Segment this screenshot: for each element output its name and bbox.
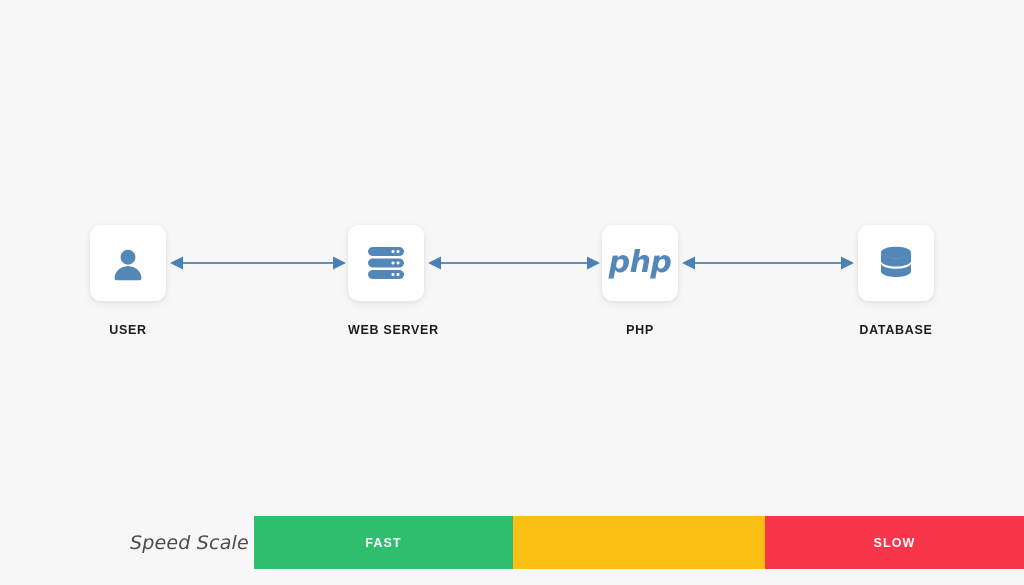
node-web-server-card[interactable] (348, 225, 424, 301)
node-php-label: PHP (626, 323, 654, 337)
speed-scale-caption: Speed Scale (130, 531, 249, 554)
node-user[interactable]: USER (90, 225, 166, 337)
speed-scale-segment-fast: FAST (254, 516, 513, 569)
node-php[interactable]: php PHP (602, 225, 678, 337)
connector-user-webserver (170, 254, 346, 272)
request-flow-row: USER (0, 225, 1024, 340)
user-icon (114, 249, 142, 281)
server-icon (368, 247, 404, 279)
node-web-server-label: WEB SERVER (348, 323, 439, 337)
node-database[interactable]: DATABASE (858, 225, 934, 337)
speed-scale: Speed Scale FAST SLOW (0, 516, 1024, 569)
speed-scale-bar: FAST SLOW (254, 516, 1024, 569)
speed-scale-segment-medium (513, 516, 765, 569)
connector-php-database (682, 254, 854, 272)
node-php-card[interactable]: php (602, 225, 678, 301)
node-web-server[interactable]: WEB SERVER (348, 225, 439, 337)
php-logo-icon: php (608, 245, 672, 280)
speed-scale-segment-slow: SLOW (765, 516, 1024, 569)
node-user-label: USER (109, 323, 147, 337)
node-database-label: DATABASE (859, 323, 933, 337)
connector-webserver-php (428, 254, 600, 272)
node-user-card[interactable] (90, 225, 166, 301)
database-icon (881, 246, 911, 277)
node-database-card[interactable] (858, 225, 934, 301)
